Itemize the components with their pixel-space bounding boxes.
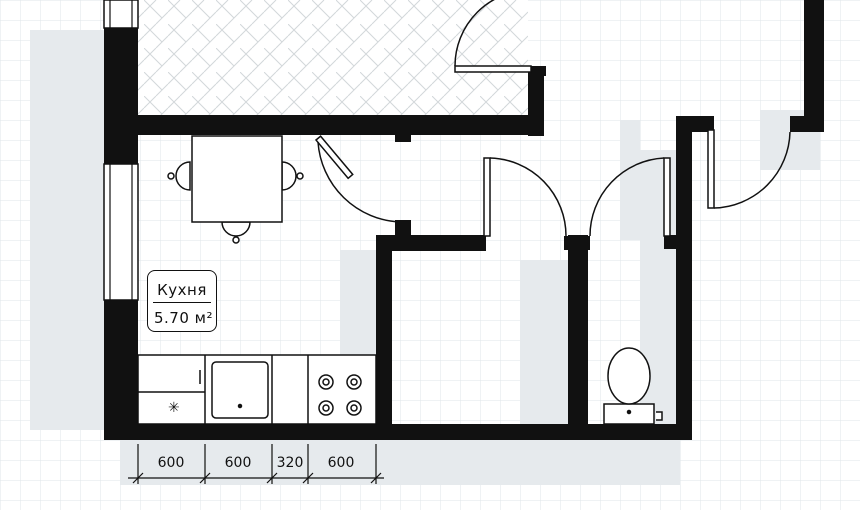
dimension-label: 600 (224, 455, 252, 471)
room-area: 5.70 м² (154, 309, 213, 327)
hallway-parquet (138, 0, 528, 115)
dining-table (167, 135, 304, 244)
room-label-kitchen: Кухня 5.70 м² (147, 270, 217, 332)
svg-text:✳: ✳ (168, 400, 180, 416)
door-right-room (707, 129, 791, 209)
room-name: Кухня (157, 281, 207, 299)
window-left (103, 163, 139, 301)
stove-burners (318, 374, 362, 416)
dimension-line (128, 444, 384, 484)
door-kitchen (314, 135, 401, 223)
kitchen-counter: ✳ (137, 354, 377, 425)
door-toilet (589, 157, 671, 237)
dimension-label: 600 (327, 455, 355, 471)
dimension-label: 320 (276, 455, 304, 471)
door-hall-top (454, 0, 532, 73)
toilet (603, 347, 663, 425)
dimension-label: 600 (157, 455, 185, 471)
room-label-divider (153, 302, 211, 303)
window-top-left (103, 0, 139, 29)
door-bathroom (483, 157, 567, 237)
